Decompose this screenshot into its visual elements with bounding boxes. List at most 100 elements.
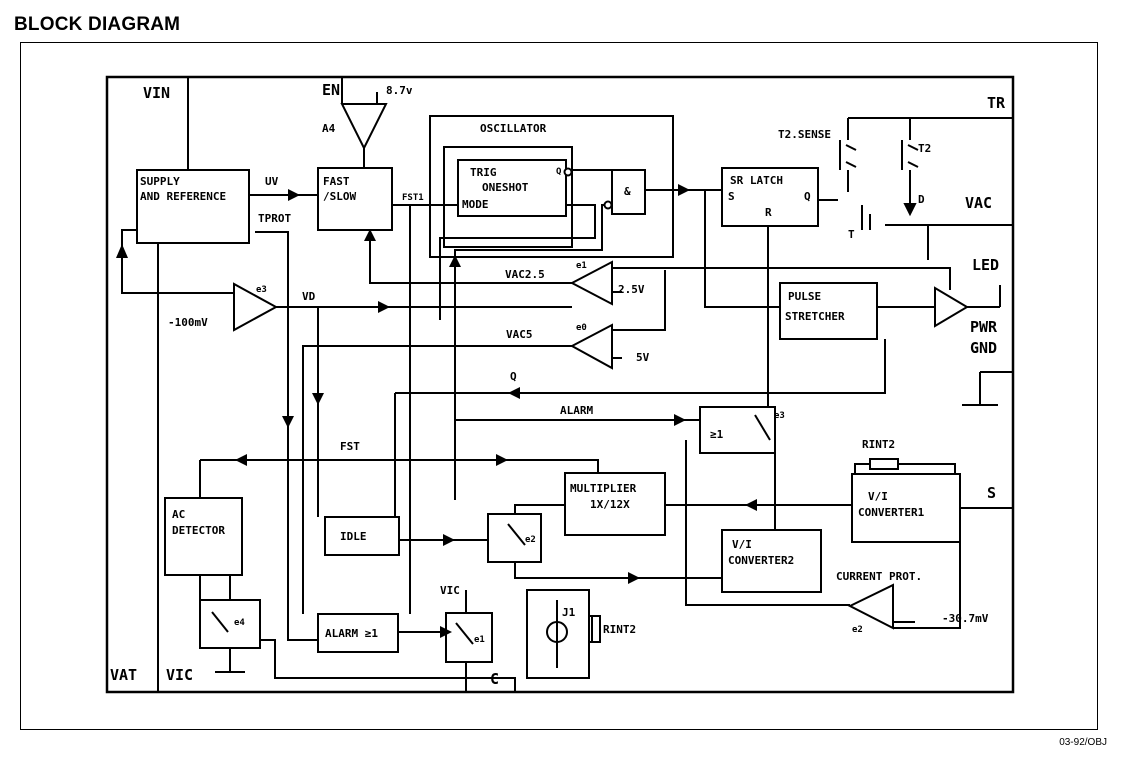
switch-e1-box [445, 612, 493, 663]
inverter-bubble-and [603, 200, 613, 210]
label-tprot: TPROT [258, 212, 291, 225]
label-fst1: FST1 [402, 193, 424, 203]
diode-d [903, 203, 917, 217]
label-uv: UV [265, 175, 279, 188]
transistor-t2 [839, 140, 919, 230]
label-supply: SUPPLY [140, 175, 180, 188]
sr-latch-block [721, 167, 819, 227]
label-vi-converter1-top: V/I [868, 490, 888, 503]
ac-detector-block [164, 497, 243, 576]
label-fst: FST [340, 440, 360, 453]
label-vic-switch: VIC [440, 584, 460, 597]
supply-reference-block [136, 169, 250, 244]
label-a4: A4 [322, 122, 336, 135]
inverter-bubble-q [563, 167, 573, 177]
label-ac: AC [172, 508, 185, 521]
label-and-reference: AND REFERENCE [140, 190, 226, 203]
label-e4-switch: e4 [234, 618, 245, 628]
label-vac: VAC [965, 194, 992, 212]
wiring [121, 77, 1013, 692]
label-detector: DETECTOR [172, 524, 225, 537]
trig-oneshot-block [457, 159, 567, 217]
label-current-prot: CURRENT PROT. [836, 570, 922, 583]
label-e3-comparator: e3 [256, 285, 267, 295]
label-s-output: S [987, 484, 996, 502]
switch-e4-box [199, 599, 261, 649]
label-latch-q: Q [804, 190, 811, 203]
label-j1: J1 [562, 606, 576, 619]
label-q-oneshot: Q [556, 167, 562, 177]
label-vi-converter1: CONVERTER1 [858, 506, 925, 519]
label-pulse: PULSE [788, 290, 821, 303]
label-vi-converter2-top: V/I [732, 538, 752, 551]
pulse-stretcher-block [779, 282, 878, 340]
diagram-border [105, 75, 1015, 694]
label-alarm-ge1: ALARM ≥1 [325, 627, 378, 640]
label-oneshot: ONESHOT [482, 181, 529, 194]
label-mode: MODE [462, 198, 489, 211]
j1-block [526, 589, 590, 679]
label-multiplier: MULTIPLIER [570, 482, 637, 495]
label-d: D [918, 193, 925, 206]
label-vac5: VAC5 [506, 328, 533, 341]
rint2-resistor-vertical [591, 615, 601, 643]
label-t2-sense: T2.SENSE [778, 128, 831, 141]
label-minus-100mv: -100mV [168, 316, 208, 329]
label-5v: 5V [636, 351, 650, 364]
label-e2-switch: e2 [525, 535, 536, 545]
comparator-e3 [233, 282, 279, 332]
label-idle: IDLE [340, 530, 367, 543]
label-2-5v: 2.5V [618, 283, 645, 296]
rint2-resistor [869, 458, 899, 470]
label-rint2-bottom: RINT2 [603, 623, 636, 636]
label-latch-s: S [728, 190, 735, 203]
label-ref-8-7v: 8.7v [386, 84, 413, 97]
label-oscillator: OSCILLATOR [480, 122, 547, 135]
label-vd: VD [302, 290, 316, 303]
label-e0-comparator: e0 [576, 323, 587, 333]
comparator-e2 [847, 583, 894, 630]
label-trig: TRIG [470, 166, 497, 179]
label-vin: VIN [143, 84, 170, 102]
label-e1-switch: e1 [474, 635, 485, 645]
comparator-e0 [569, 323, 613, 370]
label-1x-12x: 1X/12X [590, 498, 630, 511]
label-ge1-gate: ≥1 [710, 428, 724, 441]
led-driver-buffer [934, 286, 969, 328]
switch-contacts [211, 414, 771, 645]
label-alarm: ALARM [560, 404, 593, 417]
diagram-frame [20, 42, 1098, 730]
label-vi-converter2: CONVERTER2 [728, 554, 794, 567]
label-e2-comparator: e2 [852, 625, 863, 635]
label-fast: FAST [323, 175, 350, 188]
label-tr: TR [987, 94, 1006, 112]
diagram-title: BLOCK DIAGRAM [14, 14, 181, 35]
label-rint2-top: RINT2 [862, 438, 895, 451]
oscillator-block [429, 115, 674, 258]
fast-slow-block [317, 167, 393, 231]
j1-source-symbol [546, 621, 568, 643]
label-t2: T2 [918, 142, 931, 155]
label-q-feedback: Q [510, 370, 517, 383]
label-gnd: GND [970, 339, 997, 357]
label-slow: /SLOW [323, 190, 356, 203]
label-minus-30-7mv: -30.7mV [942, 612, 989, 625]
label-e1-comparator: e1 [576, 261, 587, 271]
label-e3-switch: e3 [774, 411, 785, 421]
label-vat: VAT [110, 666, 137, 684]
comparator-e1 [569, 260, 613, 306]
oscillator-inner-frame [443, 146, 573, 248]
label-sr-latch: SR LATCH [730, 174, 783, 187]
label-t: T [848, 228, 855, 241]
and-gate [611, 169, 646, 215]
vi-converter2-block [721, 529, 822, 593]
label-vac2-5: VAC2.5 [505, 268, 545, 281]
label-and-gate: & [624, 185, 631, 198]
label-pwr: PWR [970, 318, 998, 336]
label-en: EN [322, 81, 340, 99]
label-vic: VIC [166, 666, 193, 684]
idle-block [324, 516, 400, 556]
label-stretcher: STRETCHER [785, 310, 845, 323]
label-c: C [490, 670, 499, 688]
